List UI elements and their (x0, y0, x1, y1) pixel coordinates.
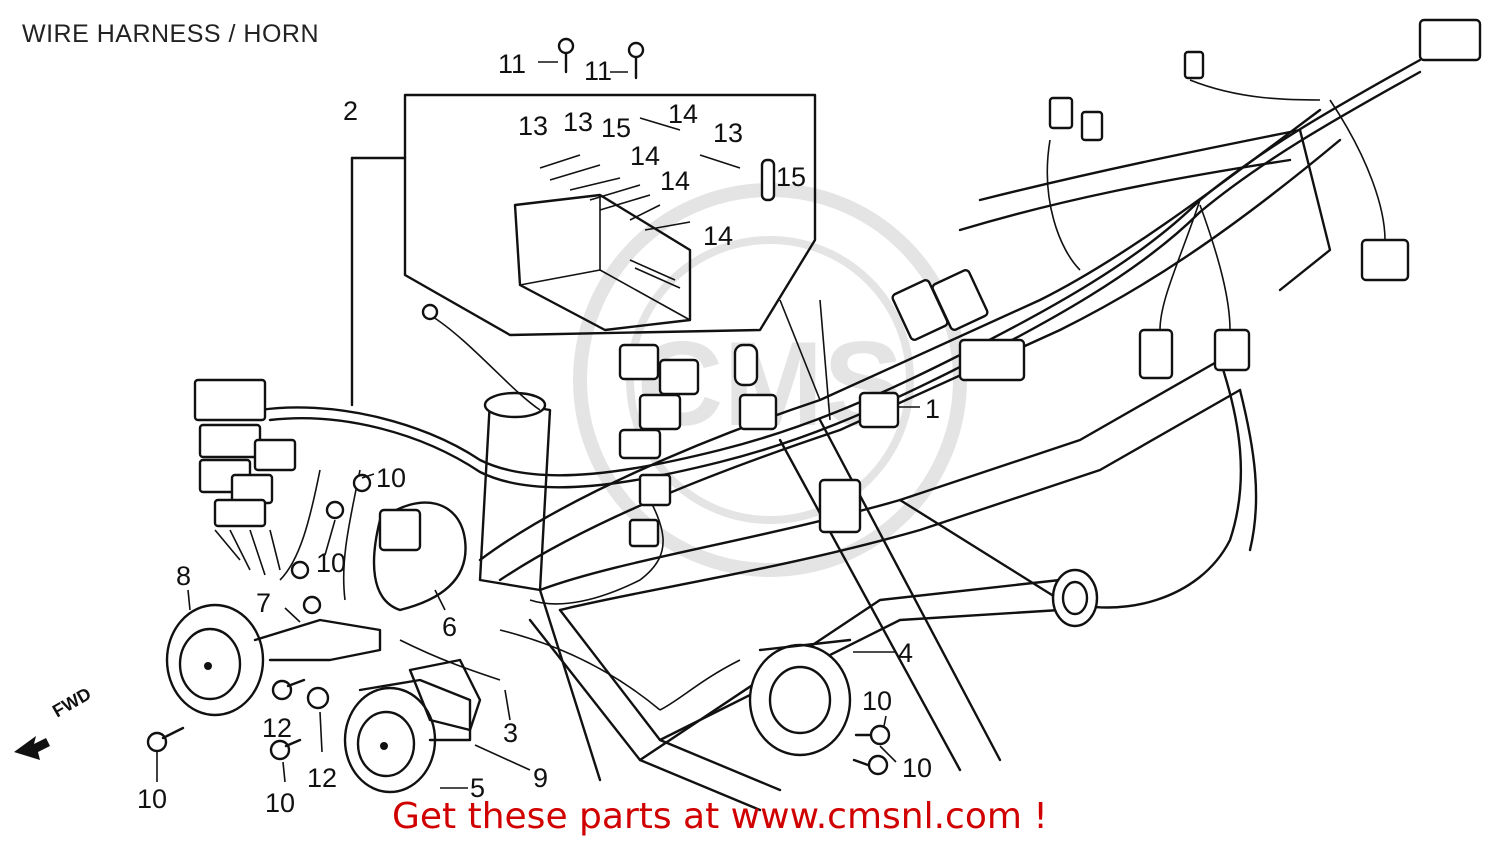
callout-10c: 10 (137, 784, 167, 814)
callout-9: 9 (533, 763, 548, 793)
callout-7: 7 (256, 588, 271, 618)
callout-8: 8 (176, 561, 191, 591)
callout-6: 6 (442, 612, 457, 642)
callout-10e: 10 (862, 686, 892, 716)
callout-10a: 10 (376, 463, 406, 493)
callout-11b: 11 (584, 56, 612, 86)
callout-10b: 10 (316, 548, 346, 578)
callout-14a: 14 (668, 99, 698, 129)
callout-10f: 10 (902, 753, 932, 783)
page-title: WIRE HARNESS / HORN (22, 20, 320, 48)
callout-15b: 15 (776, 162, 806, 192)
callout-2: 2 (343, 96, 358, 126)
callout-10d: 10 (265, 788, 295, 818)
callout-5: 5 (470, 773, 485, 803)
callout-13b: 13 (563, 107, 593, 137)
callout-13c: 13 (713, 118, 743, 148)
leader-lines (156, 61, 920, 789)
callout-12a: 12 (262, 713, 292, 743)
fuse-box-inset (350, 37, 817, 407)
callout-12b: 12 (307, 763, 337, 793)
callout-3: 3 (503, 718, 518, 748)
callout-11a: 11 (498, 49, 526, 79)
callout-4: 4 (898, 638, 913, 668)
callout-14b: 14 (630, 141, 660, 171)
horns (165, 501, 852, 794)
wire-harness (193, 18, 1482, 711)
callouts: 1 2 3 4 5 6 7 8 9 10 10 10 10 10 10 11 1… (137, 49, 940, 818)
callout-14c: 14 (660, 166, 690, 196)
bolts (146, 473, 891, 776)
fwd-arrow-icon (14, 736, 50, 760)
callout-13a: 13 (518, 111, 548, 141)
callout-1: 1 (925, 394, 940, 424)
frame (478, 108, 1342, 812)
footer-link[interactable]: Get these parts at www.cmsnl.com ! (392, 796, 1048, 837)
callout-14d: 14 (703, 221, 733, 251)
callout-15a: 15 (601, 113, 631, 143)
